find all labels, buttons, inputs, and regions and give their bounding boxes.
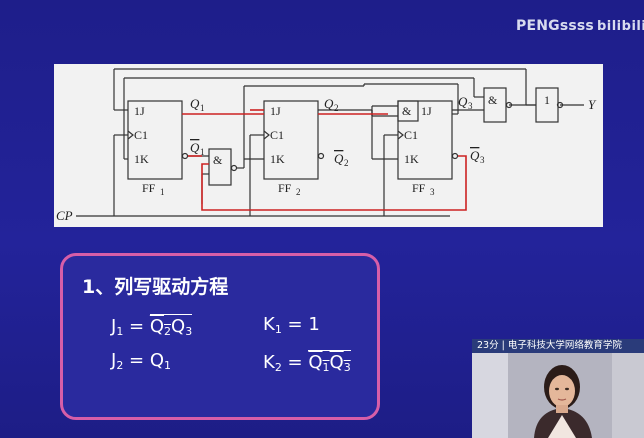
eq-k1: K1 = 1: [263, 314, 320, 336]
ff2-box: [263, 100, 319, 180]
j1-rhs-overline: Q2Q3: [149, 314, 193, 338]
ff1-k-label: 1K: [134, 152, 149, 166]
q3-bar-sub: 3: [480, 155, 485, 165]
ff3-box: [397, 100, 453, 180]
equation-box: 1、列写驱动方程 J1 = Q2Q3 K1 = 1 J2 = Q1 K2 = Q…: [60, 253, 380, 420]
q1-label: Q: [190, 96, 200, 111]
ff2-c-label: C1: [270, 128, 284, 142]
q2-bar-sub: 2: [344, 158, 349, 168]
q1-bar-sub: 1: [200, 147, 205, 157]
and-gate-middle: [208, 148, 232, 186]
equation-title: 1、列写驱动方程: [82, 276, 229, 298]
presenter-video: 23分 | 电子科技大学网络教育学院: [472, 339, 644, 438]
ff2-name-sub: 2: [296, 187, 301, 197]
q2-bar-label: Q: [334, 151, 344, 166]
ff1-name: FF: [142, 181, 156, 195]
q2-sub: 2: [334, 103, 339, 113]
ff1-j-label: 1J: [134, 104, 145, 118]
q3-sub: 3: [468, 101, 473, 111]
ff2-j-label: 1J: [270, 104, 281, 118]
eq-j1: J1 = Q2Q3: [111, 314, 193, 338]
video-caption: 23分 | 电子科技大学网络教育学院: [472, 339, 644, 353]
ff3-and-box: [397, 100, 419, 122]
circuit-schematic: 1J C1 1K 1J C1 1K 1J C1 1K & & & 1 Q 1 Q…: [56, 68, 597, 223]
cp-label: CP: [56, 208, 73, 223]
ff3-name: FF: [412, 181, 426, 195]
ff3-and-symbol: &: [402, 104, 412, 118]
q1-sub: 1: [200, 103, 205, 113]
and-symbol-right: &: [488, 93, 498, 107]
eq-k2: K2 = Q1Q3: [263, 350, 351, 374]
q1-bar-label: Q: [190, 140, 200, 155]
eq-j2: J2 = Q1: [111, 350, 172, 372]
ff2-k-label: 1K: [270, 152, 285, 166]
ff2-name: FF: [278, 181, 292, 195]
ff1-box: [127, 100, 183, 180]
circuit-diagram: 1J C1 1K 1J C1 1K 1J C1 1K & & & 1 Q 1 Q…: [54, 64, 603, 227]
ff3-c-label: C1: [404, 128, 418, 142]
ff3-k-label: 1K: [404, 152, 419, 166]
y-output-label: Y: [588, 97, 597, 112]
bilibili-logo: bilibili: [596, 19, 644, 34]
ff1-c-label: C1: [134, 128, 148, 142]
q2-label: Q: [324, 96, 334, 111]
ff1-name-sub: 1: [160, 187, 165, 197]
q3-label: Q: [458, 94, 468, 109]
ff3-name-sub: 3: [430, 187, 435, 197]
presenter-image: [472, 353, 644, 438]
k2-rhs-overline: Q1Q3: [308, 350, 351, 374]
not-symbol: 1: [544, 93, 550, 107]
ff3-j-label: 1J: [421, 104, 432, 118]
watermark-text: PENGssss: [516, 18, 594, 34]
and-symbol-middle: &: [213, 153, 223, 167]
q3-bar-label: Q: [470, 148, 480, 163]
